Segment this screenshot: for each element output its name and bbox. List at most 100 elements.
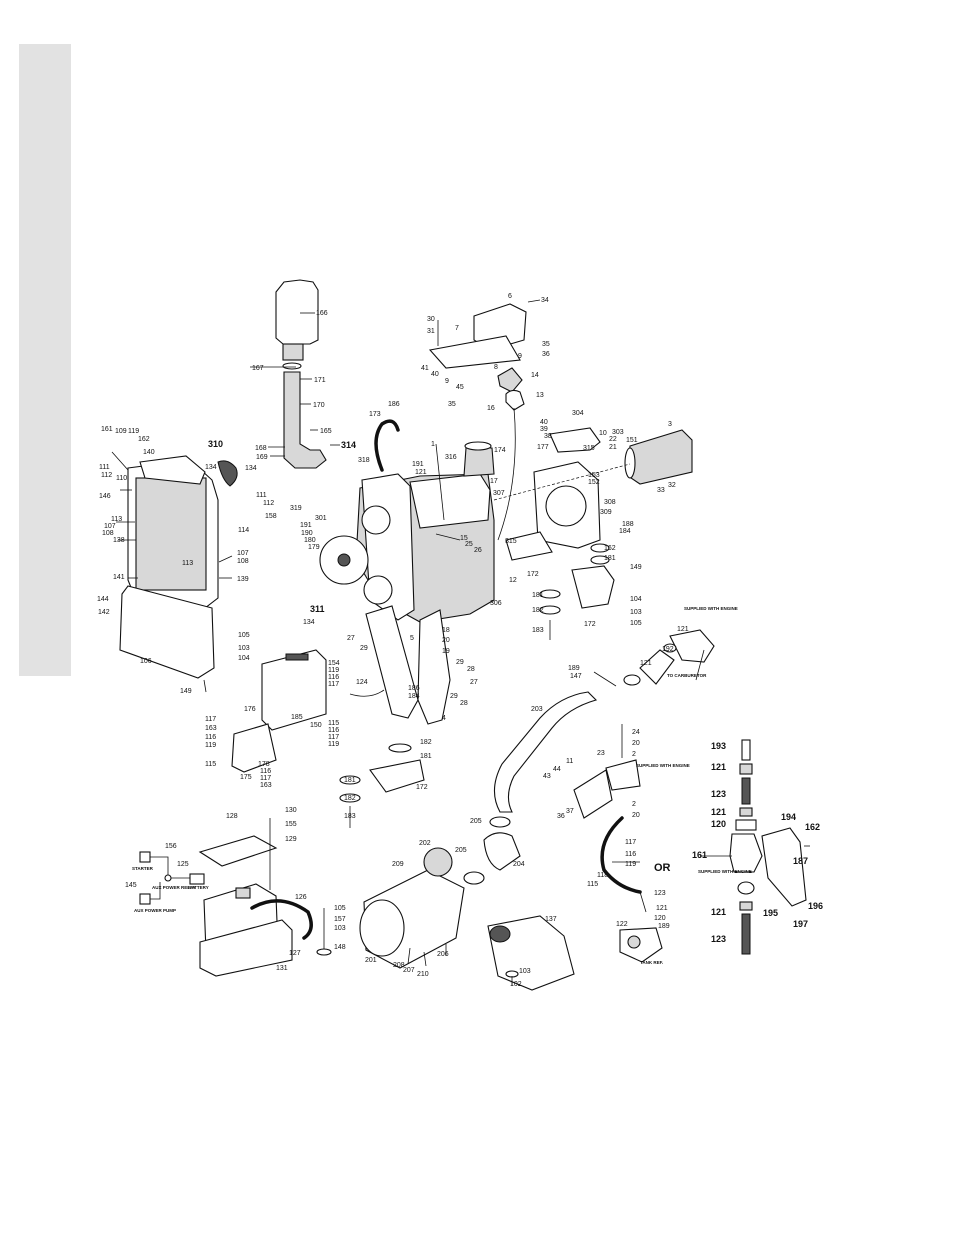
callout-label: 111 — [99, 464, 110, 471]
callout-label: 3 — [668, 421, 672, 428]
callout-label: 115 — [328, 720, 339, 727]
callout-label: 28 — [460, 700, 468, 707]
callout-label: 26 — [474, 547, 482, 554]
callout-label: 27 — [347, 635, 355, 642]
callout-labels: 166 167 171 170 165 168 169 314 161 109 … — [97, 293, 823, 988]
air-filter-assembly — [250, 279, 340, 469]
callout-label: 174 — [494, 447, 506, 454]
callout-label: 170 — [313, 402, 325, 409]
callout-label: 144 — [97, 596, 109, 603]
callout-label: 4 — [442, 715, 446, 722]
callout-label: 40 — [431, 371, 439, 378]
callout-label: 121 — [711, 762, 726, 772]
aux-pump-assembly — [487, 915, 575, 991]
callout-label: 41 — [421, 365, 429, 372]
callout-label: 28 — [467, 666, 475, 673]
callout-label: 121 — [656, 905, 668, 912]
callout-label: 23 — [597, 750, 605, 757]
callout-label: 116 — [625, 851, 636, 858]
note-battery: BATTERY — [188, 885, 209, 890]
callout-label: 158 — [265, 513, 277, 520]
callout-label: 107 — [237, 550, 249, 557]
callout-label: 11 — [566, 758, 573, 765]
callout-label: 162 — [805, 822, 820, 832]
callout-label: 16 — [487, 405, 495, 412]
radiator-assembly — [111, 451, 238, 693]
callout-label: 137 — [545, 916, 557, 923]
callout-label: 123 — [711, 934, 726, 944]
callout-label: 306 — [490, 600, 502, 607]
callout-label: 175 — [240, 774, 252, 781]
callout-label: 319 — [290, 505, 302, 512]
callout-label: 145 — [125, 882, 137, 889]
callout-label: 129 — [285, 836, 297, 843]
callout-label: 127 — [289, 950, 301, 957]
callout-label: 134 — [303, 619, 315, 626]
note-aux-power-relay: AUX POWER RELAY — [152, 885, 196, 890]
note-or: OR — [654, 862, 671, 874]
callout-label: 19 — [442, 648, 450, 655]
callout-label: 186 — [408, 685, 420, 692]
callout-label: 163 — [260, 782, 272, 789]
callout-label: 113 — [182, 560, 193, 567]
callout-label: 150 — [310, 722, 322, 729]
callout-label: 192 — [662, 646, 674, 653]
callout-label: 308 — [604, 499, 616, 506]
callout-label: 117 — [260, 775, 271, 782]
callout-label: 172 — [527, 571, 539, 578]
callout-label: 206 — [437, 951, 449, 958]
callout-label: 179 — [308, 544, 320, 551]
callout-label: 105 — [630, 620, 642, 627]
callout-label: 188 — [622, 521, 634, 528]
callout-label: 181 — [344, 777, 356, 784]
callout-label: 173 — [369, 411, 381, 418]
callout-label: 162 — [138, 436, 150, 443]
callout-label: 103 — [334, 925, 346, 932]
callout-label: 185 — [291, 714, 303, 721]
callout-label: 25 — [465, 541, 473, 548]
callout-label: 169 — [256, 454, 268, 461]
callout-label: 18 — [442, 627, 450, 634]
callout-label: 181 — [420, 753, 432, 760]
wiring-schematic — [139, 851, 205, 905]
callout-label: 189 — [568, 665, 580, 672]
callout-label: 106 — [140, 658, 152, 665]
leader-lines — [435, 443, 705, 863]
callout-label: 119 — [328, 667, 339, 674]
callout-label: 121 — [640, 660, 652, 667]
callout-label: 207 — [403, 967, 415, 974]
callout-label: 9 — [445, 378, 449, 385]
callout-label: 117 — [328, 734, 339, 741]
callout-label: 182 — [532, 607, 544, 614]
callout-label: 108 — [237, 558, 249, 565]
callout-label: 21 — [609, 444, 617, 451]
callout-label: 184 — [619, 528, 631, 535]
callout-label: 39 — [540, 426, 548, 433]
callout-label: 29 — [360, 645, 368, 652]
callout-label: 29 — [450, 693, 458, 700]
callout-label: 201 — [365, 957, 377, 964]
callout-label: 103 — [630, 609, 642, 616]
callout-label: 119 — [205, 742, 216, 749]
callout-label: 157 — [334, 916, 346, 923]
inline-fuel-filter — [700, 739, 810, 955]
callout-label: 45 — [456, 384, 464, 391]
callout-label: 166 — [316, 310, 328, 317]
callout-label: 156 — [165, 843, 177, 850]
callout-label: 304 — [572, 410, 584, 417]
callout-label: 121 — [711, 907, 726, 917]
callout-label: 186 — [388, 401, 400, 408]
callout-label: 32 — [668, 482, 676, 489]
callout-label: 149 — [180, 688, 192, 695]
callout-label: 116 — [328, 727, 339, 734]
note-supplied-with-engine: SUPPLIED WITH ENGINE — [698, 869, 752, 874]
callout-label: 139 — [237, 576, 249, 583]
callout-label: 168 — [255, 445, 267, 452]
callout-label: 6 — [508, 293, 512, 300]
callout-label: 20 — [632, 812, 640, 819]
callout-label: 102 — [510, 981, 522, 988]
note-tank-ref: TANK REF. — [640, 960, 663, 965]
callout-label: 122 — [616, 921, 628, 928]
callout-label: 105 — [238, 632, 250, 639]
callout-label: 187 — [793, 856, 808, 866]
